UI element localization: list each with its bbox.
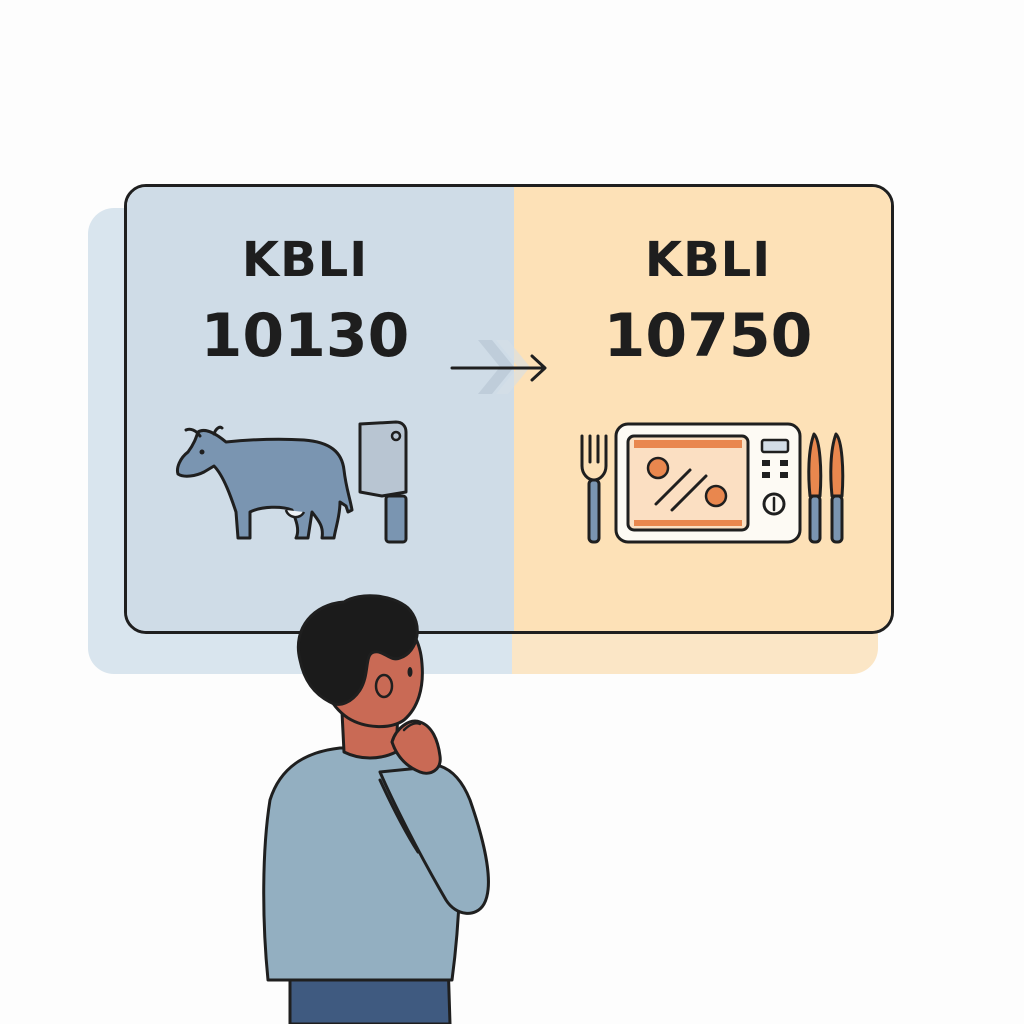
thinking-person-icon [262,594,490,1024]
right-code-number: 10750 [603,301,813,371]
left-code-label: KBLI [241,232,369,288]
arrow-right-icon [450,340,547,394]
left-code-block: KBLI 10130 [155,236,455,366]
microwave-icon [614,422,802,544]
cow-icon [176,425,354,540]
knife-icon [807,432,845,544]
left-panel [127,187,514,631]
right-code-block: KBLI 10750 [558,236,858,366]
cleaver-icon [358,420,408,544]
right-code-label: KBLI [644,232,772,288]
left-code-number: 10130 [200,301,410,371]
fork-icon [580,434,608,544]
right-panel [514,187,891,631]
comparison-card [124,184,894,634]
